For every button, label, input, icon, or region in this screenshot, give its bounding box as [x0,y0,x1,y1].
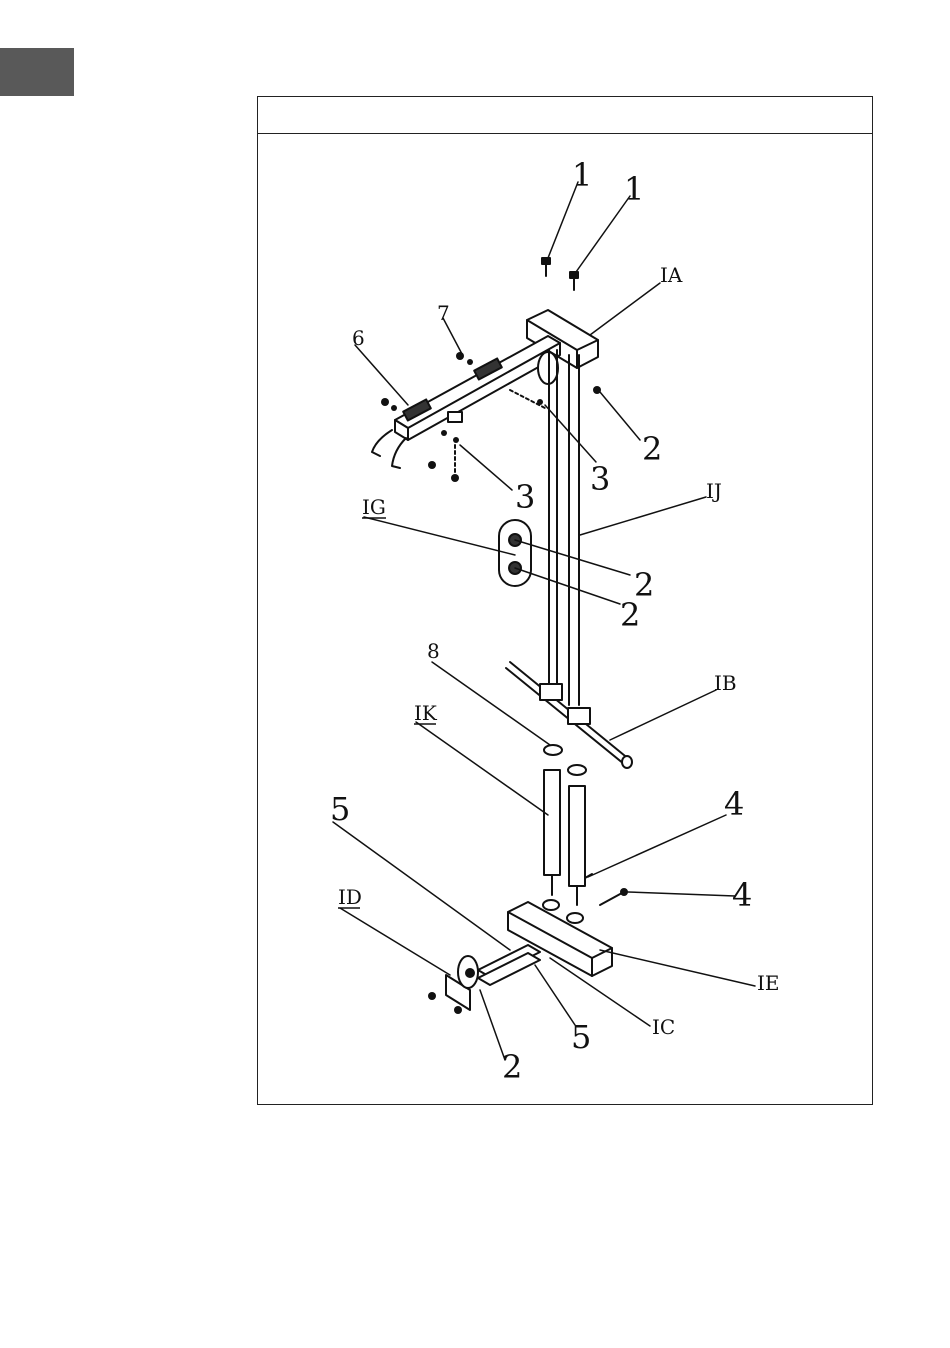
bottom-bracket [428,945,540,1014]
hook-right [392,438,406,468]
callout-frame-top: IA [660,263,683,287]
pulley-plate-part [499,520,531,586]
callout-bolt-5: 5 [330,790,350,828]
callout-bolt-1: 1 [572,156,592,194]
bolts-4 [585,874,627,905]
callout-bolt-1: 1 [624,170,644,208]
callout-bolt-2: 2 [502,1048,522,1086]
callout-bar: IB [714,671,737,695]
callout-bottom-pulley: ID [338,885,362,909]
callout-bracket: IC [652,1015,675,1039]
callout-bolt-5: 5 [571,1018,591,1056]
callout-bolt-3: 3 [590,460,610,498]
callout-bolt-2: 2 [642,430,662,468]
callout-pulley-plate: IG [362,495,386,519]
callout-bolt-3: 3 [515,478,535,516]
callout-bolt-2: 2 [620,596,640,634]
bolts-1 [542,258,578,290]
callout-upright: IJ [706,479,722,503]
sleeve-tubes [544,745,586,905]
top-arm [395,336,560,440]
callout-bolt-7: 7 [437,301,450,325]
hook-left [372,430,392,456]
upright-tubes [549,350,579,705]
callout-base-frame: IE [757,971,780,995]
callout-bolt-4: 4 [724,785,744,823]
callout-bolt-6: 6 [352,326,365,350]
callout-bolt-4: 4 [732,876,752,914]
callout-sleeve: IK [414,701,438,725]
callout-washer-8: 8 [427,639,440,663]
top-frame-part [527,310,598,368]
